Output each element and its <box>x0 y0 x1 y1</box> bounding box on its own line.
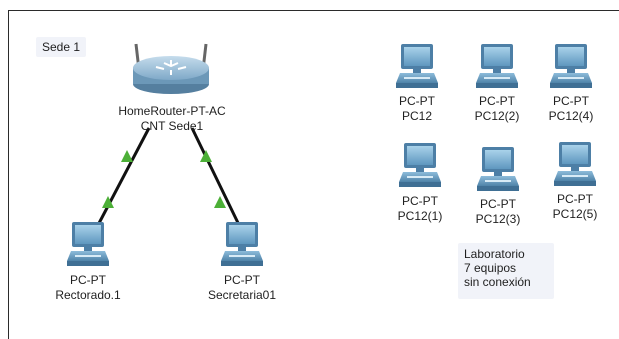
pc-lab-2-type-label: PC-PT <box>479 94 515 108</box>
link-status-up-icon <box>121 150 133 162</box>
pc-icon <box>398 142 442 188</box>
pc-lab-1[interactable] <box>395 43 439 89</box>
pc-lab-3[interactable] <box>549 43 593 89</box>
router-type-label: HomeRouter-PT-AC <box>118 104 226 118</box>
pc-lab-5[interactable] <box>476 146 520 192</box>
pc-secretaria-type-label: PC-PT <box>224 273 260 287</box>
pc-lab-1-name-label: PC12 <box>401 109 433 123</box>
link-router-rectorado[interactable] <box>95 127 151 228</box>
pc-lab-6-name-label: PC12(5) <box>552 207 598 221</box>
pc-secretaria[interactable] <box>220 221 264 267</box>
router-device[interactable] <box>131 42 211 96</box>
pc-icon <box>553 141 597 187</box>
pc-icon <box>476 146 520 192</box>
pc-lab-6-type-label: PC-PT <box>557 192 593 206</box>
pc-lab-4[interactable] <box>398 142 442 188</box>
pc-lab-5-type-label: PC-PT <box>480 197 516 211</box>
pc-lab-5-name-label: PC12(3) <box>475 212 521 226</box>
pc-icon <box>395 43 439 89</box>
pc-lab-4-name-label: PC12(1) <box>397 209 443 223</box>
pc-secretaria-name-label: Secretaria01 <box>207 288 277 302</box>
pc-lab-2[interactable] <box>475 43 519 89</box>
link-router-secretaria[interactable] <box>190 127 242 228</box>
pc-icon <box>66 221 110 267</box>
pc-lab-3-name-label: PC12(4) <box>548 109 594 123</box>
sede-note[interactable]: Sede 1 <box>36 37 86 57</box>
router-name-label: CNT Sede1 <box>140 119 204 133</box>
link-status-up-icon <box>102 196 114 208</box>
pc-lab-6[interactable] <box>553 141 597 187</box>
laboratorio-note[interactable]: Laboratorio 7 equipos sin conexión <box>458 243 554 299</box>
pc-lab-1-type-label: PC-PT <box>399 94 435 108</box>
pc-icon <box>220 221 264 267</box>
pc-rectorado-type-label: PC-PT <box>70 273 106 287</box>
pc-icon <box>475 43 519 89</box>
pc-icon <box>549 43 593 89</box>
link-status-up-icon <box>214 196 226 208</box>
pc-rectorado[interactable] <box>66 221 110 267</box>
pc-lab-3-type-label: PC-PT <box>553 94 589 108</box>
pc-lab-4-type-label: PC-PT <box>402 194 438 208</box>
wireless-router-icon <box>133 43 209 94</box>
pc-lab-2-name-label: PC12(2) <box>474 109 520 123</box>
pc-rectorado-name-label: Rectorado.1 <box>55 288 121 302</box>
link-status-up-icon <box>200 150 212 162</box>
